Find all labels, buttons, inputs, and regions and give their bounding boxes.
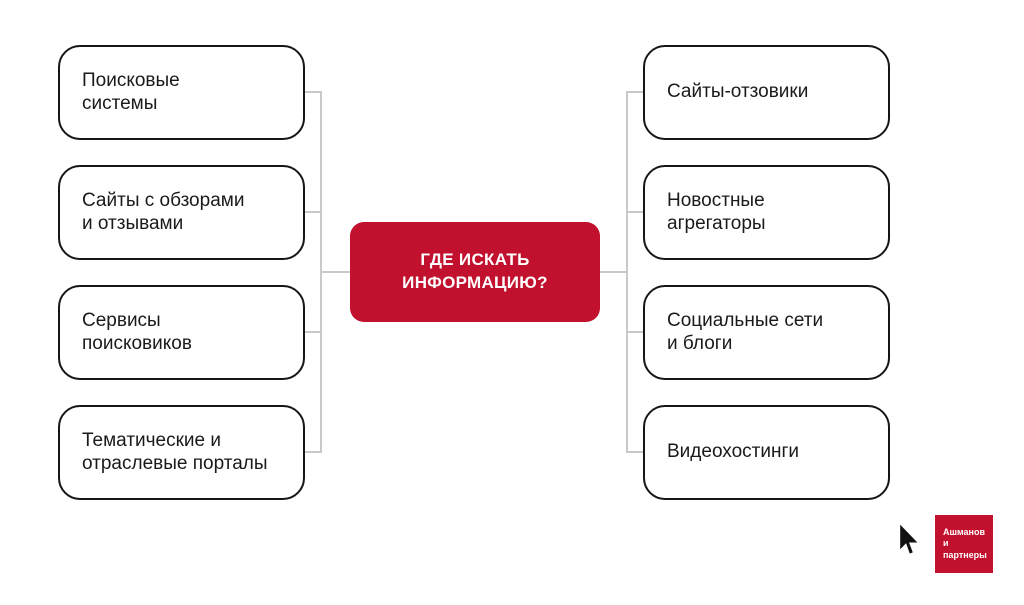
node-label: Сайты с обзорами и отзывами <box>82 190 245 234</box>
connector-left-stub-4 <box>305 451 322 453</box>
node-search-engines: Поисковые системы <box>58 45 305 140</box>
node-label: Тематические и отраслевые порталы <box>82 430 268 474</box>
connector-left-spine <box>320 91 322 453</box>
node-thematic-portals: Тематические и отраслевые порталы <box>58 405 305 500</box>
mouse-pointer-icon <box>899 522 921 556</box>
node-news-aggregators: Новостные агрегаторы <box>643 165 890 260</box>
connector-right-stub-1 <box>626 91 643 93</box>
connector-right-stub-2 <box>626 211 643 213</box>
node-review-overview-sites: Сайты с обзорами и отзывами <box>58 165 305 260</box>
node-label: Новостные агрегаторы <box>667 190 766 234</box>
company-logo-text: Ашманов и партнеры <box>943 527 987 560</box>
company-logo: Ашманов и партнеры <box>935 515 993 573</box>
connector-left-to-center <box>322 271 350 273</box>
node-video-hostings: Видеохостинги <box>643 405 890 500</box>
connector-left-stub-3 <box>305 331 322 333</box>
node-review-sites: Сайты-отзовики <box>643 45 890 140</box>
connector-left-stub-1 <box>305 91 322 93</box>
center-node-label: ГДЕ ИСКАТЬ ИНФОРМАЦИЮ? <box>402 250 548 292</box>
node-social-networks-blogs: Социальные сети и блоги <box>643 285 890 380</box>
connector-right-stub-4 <box>626 451 643 453</box>
node-center-where-to-search: ГДЕ ИСКАТЬ ИНФОРМАЦИЮ? <box>350 222 600 322</box>
node-label: Сайты-отзовики <box>667 81 809 103</box>
node-label: Социальные сети и блоги <box>667 310 824 354</box>
node-label: Сервисы поисковиков <box>82 310 192 354</box>
connector-right-stub-3 <box>626 331 643 333</box>
node-search-engine-services: Сервисы поисковиков <box>58 285 305 380</box>
connector-left-stub-2 <box>305 211 322 213</box>
connector-center-to-right <box>600 271 626 273</box>
node-label: Поисковые системы <box>82 70 180 114</box>
node-label: Видеохостинги <box>667 441 799 463</box>
connector-right-spine <box>626 91 628 453</box>
